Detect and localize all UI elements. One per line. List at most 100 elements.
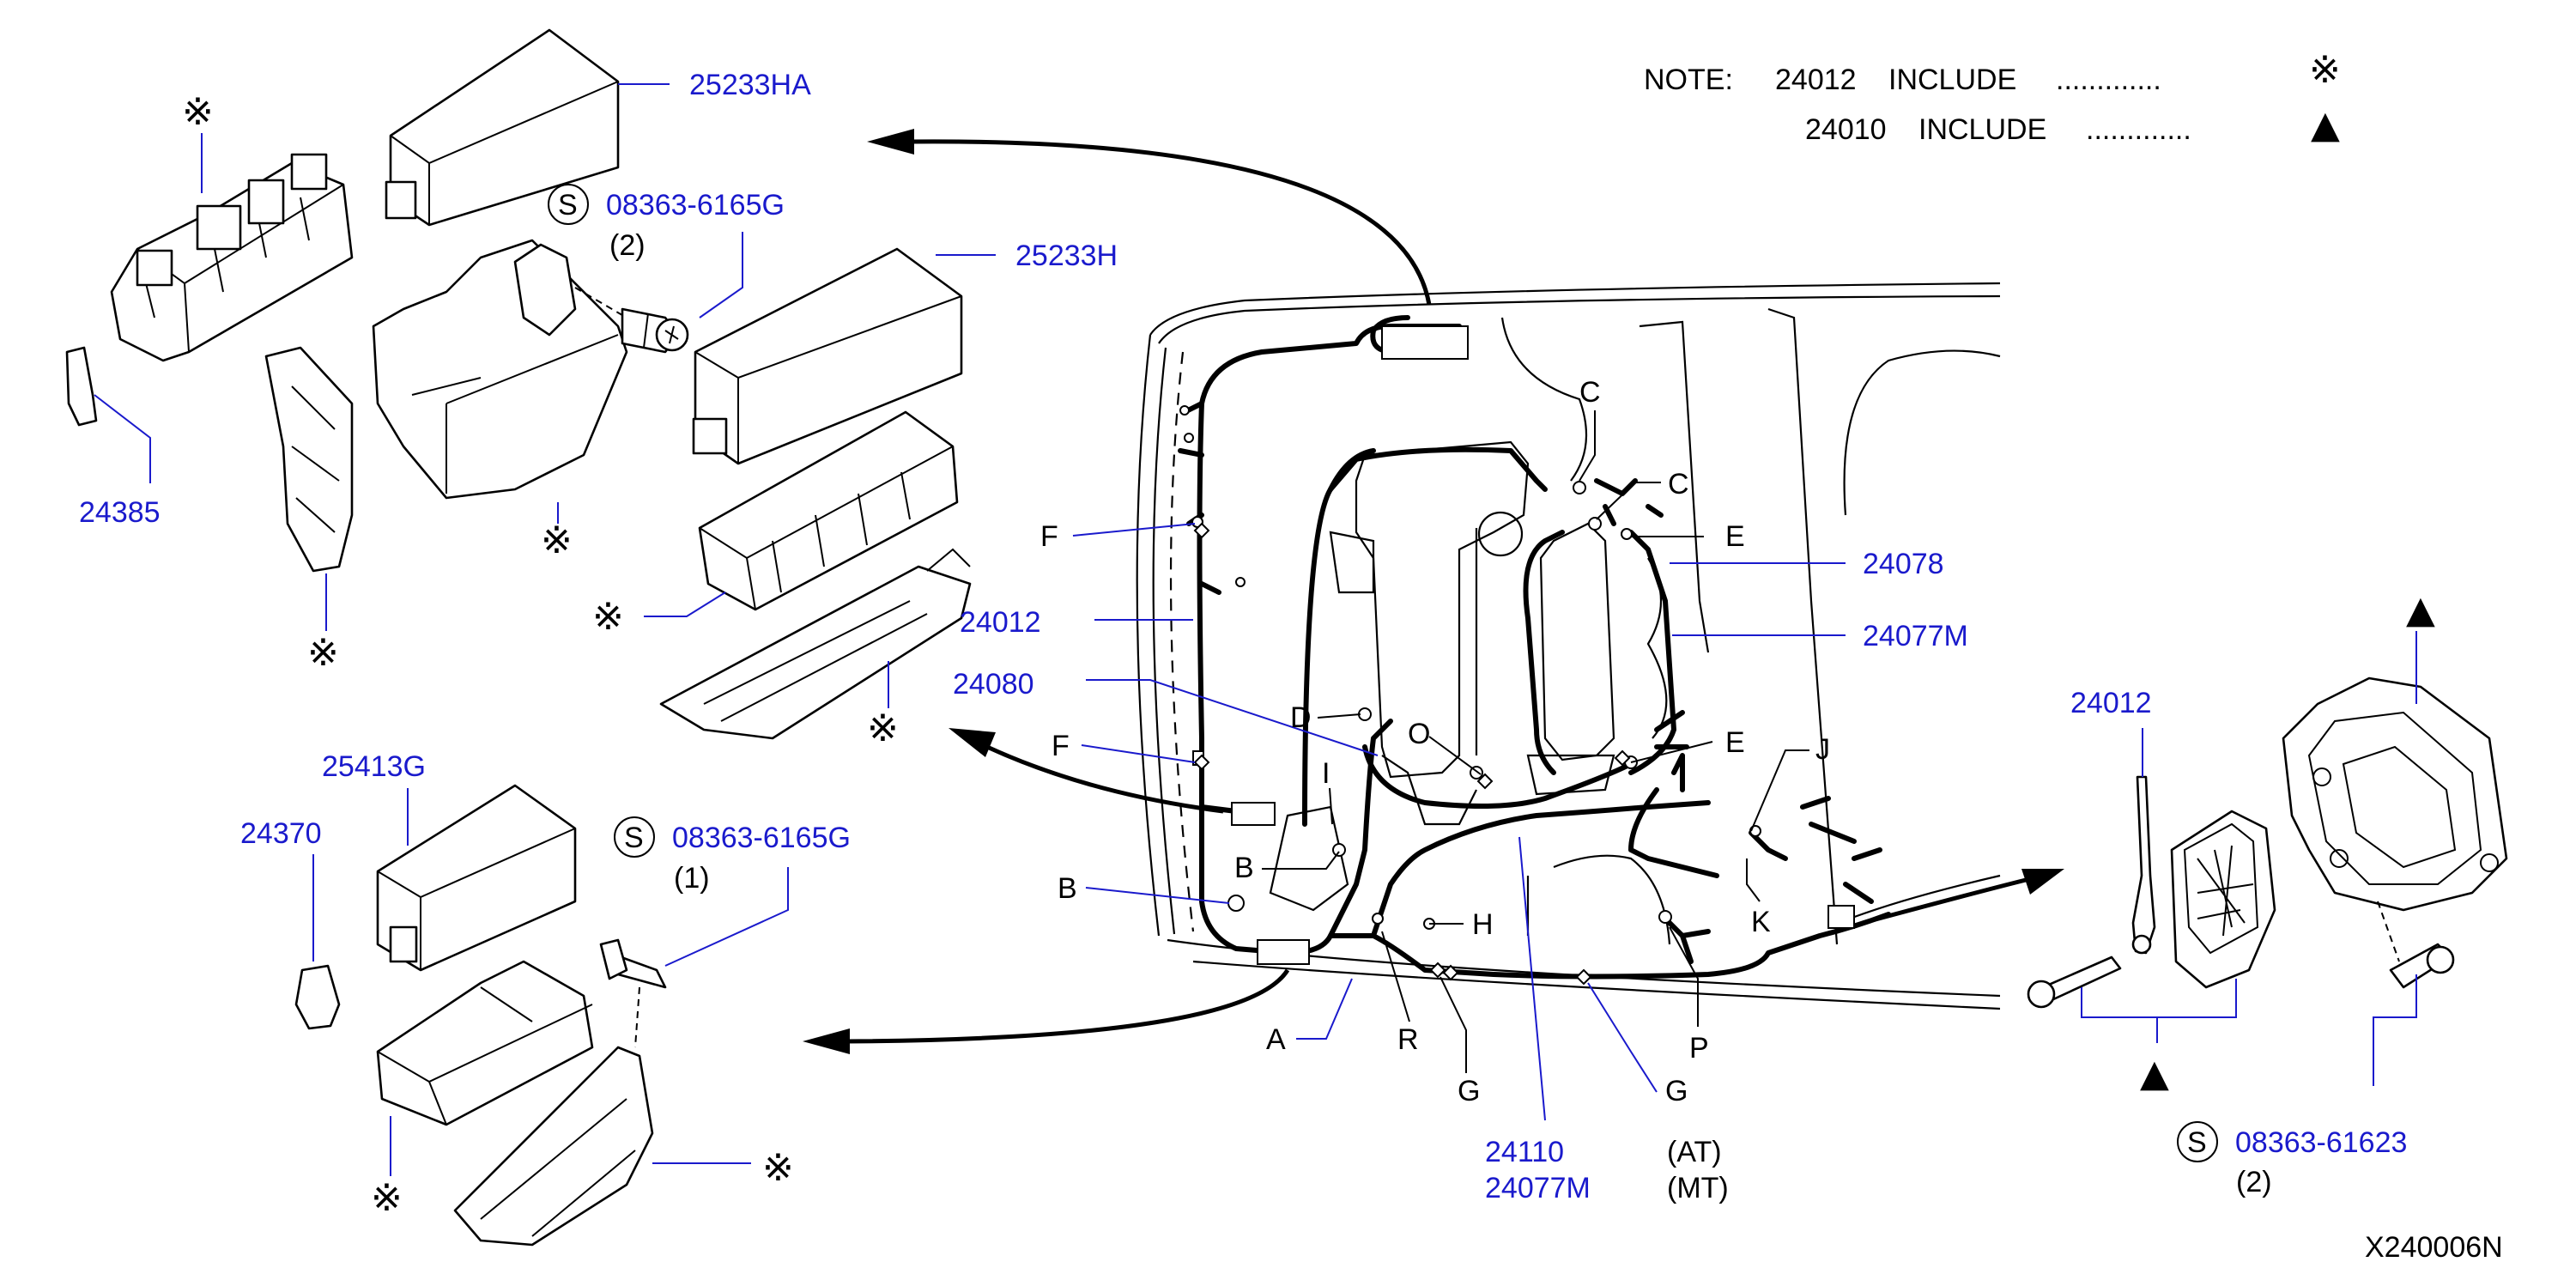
letter-F1: F bbox=[1040, 520, 1058, 553]
letter-G2: G bbox=[1665, 1075, 1688, 1107]
diagram-code: X240006N bbox=[2365, 1231, 2503, 1264]
label-24012-left: 24012 bbox=[960, 606, 1041, 639]
label-24077M-bottom: 24077M bbox=[1485, 1172, 1591, 1204]
note-line1-text: INCLUDE bbox=[1888, 64, 2016, 96]
strap-eye bbox=[2131, 934, 2152, 955]
kome-relay-block: ※ bbox=[182, 90, 214, 134]
tri-module: ▲ bbox=[2406, 588, 2435, 632]
label-24012-right: 24012 bbox=[2070, 687, 2152, 719]
relay-socket bbox=[247, 179, 285, 225]
label-24078: 24078 bbox=[1863, 548, 1944, 580]
label-24077M-right: 24077M bbox=[1863, 620, 1968, 652]
connector-bracket[interactable] bbox=[2170, 810, 2276, 989]
relay-cover-25413G[interactable] bbox=[376, 784, 577, 972]
letter-I: I bbox=[1322, 757, 1330, 790]
letter-A: A bbox=[1266, 1023, 1286, 1056]
tri-lower: ▲ bbox=[2140, 1052, 2169, 1095]
connector-letter-labels: C C E E F F D O I B B H J K A R G G P bbox=[1040, 376, 1830, 1107]
note-label: NOTE: bbox=[1644, 64, 1733, 96]
arrow-head-mid bbox=[949, 728, 996, 757]
wire-harness bbox=[1178, 315, 1891, 980]
bolt-08363-mid[interactable] bbox=[599, 938, 667, 1048]
mounting-bracket-top bbox=[513, 243, 577, 337]
bolt-08363-61623-right[interactable] bbox=[2377, 901, 2455, 989]
fuse-box-tray[interactable] bbox=[659, 565, 972, 740]
letter-H: H bbox=[1472, 908, 1494, 941]
bolt-08363-top[interactable] bbox=[574, 287, 689, 354]
fuse-24370[interactable] bbox=[294, 964, 341, 1030]
cover-tab bbox=[385, 180, 417, 220]
note-line2-text: INCLUDE bbox=[1918, 113, 2046, 146]
qty-top: (2) bbox=[609, 229, 646, 262]
relay-box-assembly-top bbox=[65, 28, 972, 740]
note-line2-symbol: ▲ bbox=[2311, 103, 2340, 147]
cover-tab bbox=[389, 925, 418, 963]
letter-G1: G bbox=[1458, 1075, 1480, 1107]
bolt-left-lower[interactable] bbox=[2027, 956, 2122, 1009]
arrow-head-top bbox=[867, 129, 914, 155]
note-line1-part: 24012 bbox=[1775, 64, 1857, 96]
part-number-labels: 25233HA S 08363-6165G (2) 25233H ※ 24385… bbox=[79, 69, 2435, 1220]
label-at: (AT) bbox=[1667, 1136, 1722, 1168]
letter-B1: B bbox=[1234, 852, 1254, 884]
note-line1-dots: ............. bbox=[2056, 64, 2161, 96]
label-08363-61623: 08363-61623 bbox=[2235, 1126, 2407, 1159]
vehicle-body-outline bbox=[1136, 282, 2001, 1010]
letter-J: J bbox=[1815, 733, 1830, 766]
letter-R: R bbox=[1397, 1023, 1419, 1056]
kome-bracket: ※ bbox=[307, 631, 339, 675]
letter-C2: C bbox=[1668, 468, 1689, 500]
kome-bracket-lower: ※ bbox=[762, 1146, 794, 1190]
label-08363-6165G-mid: 08363-6165G bbox=[672, 822, 851, 854]
cover-tab bbox=[692, 417, 728, 455]
qty-mid: (1) bbox=[674, 862, 710, 895]
relay-block[interactable] bbox=[110, 161, 354, 362]
letter-E2: E bbox=[1725, 726, 1745, 759]
label-24080: 24080 bbox=[953, 668, 1034, 701]
label-25233HA: 25233HA bbox=[689, 69, 811, 101]
control-unit-assembly bbox=[2027, 676, 2508, 1009]
pointer-arrows bbox=[803, 129, 2064, 1054]
label-mt: (MT) bbox=[1667, 1172, 1729, 1204]
relay-socket bbox=[136, 249, 173, 287]
letter-E1: E bbox=[1725, 520, 1745, 553]
relay-box-assembly-bottom bbox=[294, 784, 667, 1247]
s-symbol-top: S bbox=[558, 189, 578, 221]
s-symbol-mid: S bbox=[624, 822, 644, 854]
kome-relay-lower: ※ bbox=[371, 1176, 403, 1220]
letter-F2: F bbox=[1052, 730, 1070, 762]
note-block: NOTE: 24012 INCLUDE ............. ※ 2401… bbox=[1644, 48, 2341, 147]
note-line2-dots: ............. bbox=[2086, 113, 2191, 146]
kome-tray: ※ bbox=[867, 707, 899, 750]
connector-markers bbox=[1179, 325, 1855, 986]
label-08363-6165G-top: 08363-6165G bbox=[606, 189, 785, 221]
relay-socket bbox=[196, 204, 242, 251]
qty-right: (2) bbox=[2236, 1166, 2272, 1198]
letter-K: K bbox=[1751, 906, 1771, 938]
letter-O: O bbox=[1408, 718, 1430, 750]
label-24385: 24385 bbox=[79, 496, 161, 529]
bracket-lower[interactable] bbox=[453, 1046, 654, 1247]
clip-24385[interactable] bbox=[65, 346, 98, 427]
kome-fuse-block: ※ bbox=[592, 595, 624, 639]
arrow-head-bottom bbox=[803, 1028, 850, 1054]
label-24370: 24370 bbox=[240, 817, 322, 850]
label-24110: 24110 bbox=[1485, 1136, 1564, 1168]
fuse-box-cover-25233HA[interactable] bbox=[389, 28, 620, 227]
relay-box-lower[interactable] bbox=[376, 960, 594, 1126]
s-symbol-right: S bbox=[2187, 1126, 2207, 1159]
relay-socket bbox=[290, 153, 328, 191]
letter-B2: B bbox=[1058, 872, 1077, 905]
letter-D: D bbox=[1290, 701, 1312, 734]
letter-P: P bbox=[1689, 1032, 1709, 1065]
label-25233H: 25233H bbox=[1015, 240, 1118, 272]
note-line1-symbol: ※ bbox=[2309, 48, 2341, 92]
arrow-head-right bbox=[2021, 869, 2064, 895]
relay-box-housing[interactable] bbox=[372, 239, 628, 500]
kome-housing: ※ bbox=[541, 519, 573, 562]
fuse-block[interactable] bbox=[698, 410, 959, 611]
letter-C1: C bbox=[1579, 376, 1601, 409]
harness-strap-24012[interactable] bbox=[2131, 775, 2156, 955]
note-line2-part: 24010 bbox=[1805, 113, 1887, 146]
